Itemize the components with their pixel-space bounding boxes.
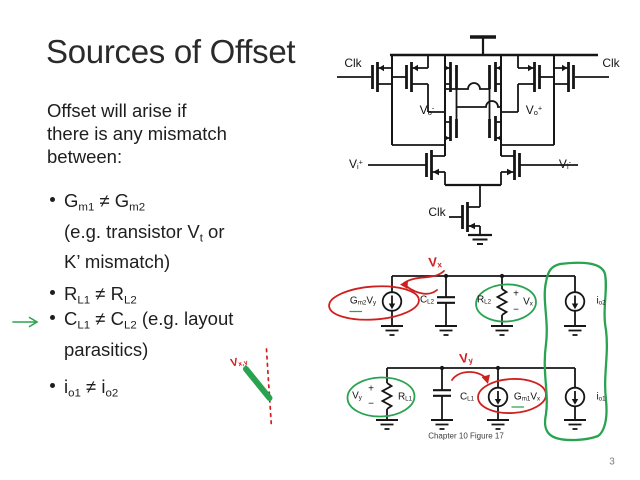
cl2-label: CL2: [419, 294, 435, 306]
io2-label: io2: [596, 295, 606, 307]
intro-line: Offset will arise if: [47, 100, 187, 121]
figure-caption: Chapter 10 Figure 17: [428, 431, 504, 441]
bullet-marker: [50, 315, 55, 320]
gm1-source-label: Gm1Vx: [513, 391, 541, 403]
vy-source-label: Vy: [352, 390, 362, 402]
latch-circuit: [337, 35, 609, 245]
vin-plus-label: Vi+: [348, 156, 364, 172]
gm2-source-label: Gm2Vy: [349, 295, 377, 307]
ground-symbol: [468, 233, 492, 245]
node-dot: [499, 273, 505, 279]
page-title: Sources of Offset: [46, 33, 296, 70]
bullet-line: CL1 ≠ CL2 (e.g. layout: [64, 308, 234, 332]
nmos-input-pair: [368, 150, 578, 187]
tail-transistor: [449, 185, 481, 235]
bullet-gm-mismatch: Gm1 ≠ Gm2 (e.g. transistor Vt or K’ mism…: [64, 189, 225, 273]
handwritten-vxy-label: Vx,y: [229, 356, 249, 370]
rl2-label: RL2: [476, 294, 492, 306]
node-dot: [443, 273, 449, 279]
plus-sign: +: [513, 288, 519, 300]
red-annotations: [265, 270, 547, 429]
current-source-gm1: [487, 368, 509, 430]
transistor-arrows: [378, 64, 568, 230]
bullet-line: K’ mismatch): [64, 251, 171, 273]
current-source-io2: [564, 276, 586, 336]
handwritten-vx-label: Vx: [427, 254, 443, 270]
red-arrow-vy: [451, 371, 488, 381]
red-arrow-vx: [403, 270, 445, 284]
vx-node-label: Vx: [523, 296, 533, 308]
bullet-marker: [50, 197, 55, 202]
vin-minus-label: Vi-: [558, 156, 572, 172]
rl1-label: RL1: [397, 391, 413, 403]
bullet-line: Gm1 ≠ Gm2: [64, 190, 146, 214]
minus-sign: −: [368, 398, 374, 410]
intro-line: between:: [47, 146, 123, 167]
bullet-line: parasitics): [64, 338, 149, 360]
red-dotted-line: [265, 348, 273, 429]
resistor-rl1: [376, 368, 398, 430]
bullet-line: (e.g. transistor Vt or: [64, 220, 225, 245]
green-loop-io-sources: [543, 261, 609, 442]
current-source-gm2: [381, 276, 403, 336]
clk-label-left: Clk: [344, 56, 362, 70]
green-thick-stroke: [243, 366, 273, 401]
clk-label-tail: Clk: [428, 205, 446, 219]
resistor-rl2: [491, 276, 513, 336]
bullet-io-mismatch: io1 ≠ io2: [64, 375, 118, 406]
node-dot: [439, 365, 445, 371]
vdd-symbol: [470, 35, 496, 55]
cl1-label: CL1: [459, 391, 475, 403]
bullet-cl-mismatch: CL1 ≠ CL2 (e.g. layout parasitics): [64, 307, 233, 361]
node-dot: [495, 365, 501, 371]
bullet-line: io1 ≠ io2: [64, 376, 119, 400]
vout-plus-label: Vo+: [525, 102, 543, 118]
page-number: 3: [609, 456, 615, 468]
bullet-rl-mismatch: RL1 ≠ RL2: [64, 282, 137, 313]
cross-wire-hop: [445, 82, 490, 90]
handwritten-vy-label: Vy: [458, 350, 474, 367]
cross-wire-hop: [456, 100, 501, 108]
plus-sign: +: [368, 383, 374, 395]
pmos-clk-right: [553, 55, 609, 145]
bullet-marker: [50, 383, 55, 388]
vout-minus-label: Vo-: [419, 102, 435, 118]
pmos-reset-left: [392, 55, 445, 113]
capacitor-cl2: [435, 276, 457, 336]
capacitor-cl1: [431, 368, 453, 430]
clk-label-right: Clk: [602, 56, 620, 70]
bullet-line: RL1 ≠ RL2: [64, 283, 137, 307]
intro-paragraph: Offset will arise if there is any mismat…: [47, 99, 227, 168]
current-source-io1: [564, 368, 586, 430]
intro-line: there is any mismatch: [47, 123, 227, 144]
minus-sign: −: [513, 304, 519, 316]
bullet-marker: [50, 290, 55, 295]
io1-label: io1: [596, 391, 606, 403]
